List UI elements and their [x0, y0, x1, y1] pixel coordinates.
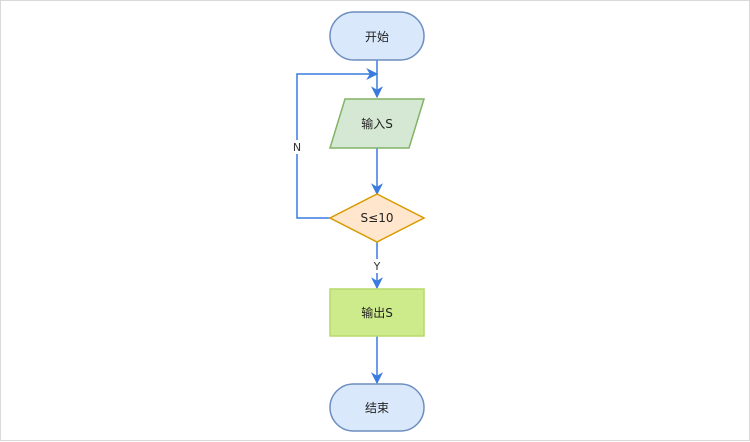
node-input-label: 输入S: [361, 116, 393, 131]
node-output-shape: [329, 288, 425, 337]
node-decision-label: S≤10: [361, 211, 394, 225]
node-start: 开始: [329, 11, 425, 61]
node-output-label: 输出S: [361, 305, 393, 320]
edge-yes-label: Y: [373, 260, 381, 273]
node-end-shape: [329, 383, 425, 432]
node-input: 输入S: [328, 98, 426, 149]
edge-no-label-bg: [291, 140, 304, 154]
node-end-label: 结束: [365, 401, 389, 415]
node-input-shape: [328, 98, 426, 149]
node-start-label: 开始: [365, 30, 389, 44]
node-decision-shape: [328, 193, 426, 243]
node-decision: S≤10: [328, 193, 426, 243]
edge-no-label: N: [293, 141, 301, 154]
node-start-shape: [329, 11, 425, 61]
node-output: 输出S: [329, 288, 425, 337]
edge-yes-label-bg: [371, 259, 383, 273]
node-end: 结束: [329, 383, 425, 432]
